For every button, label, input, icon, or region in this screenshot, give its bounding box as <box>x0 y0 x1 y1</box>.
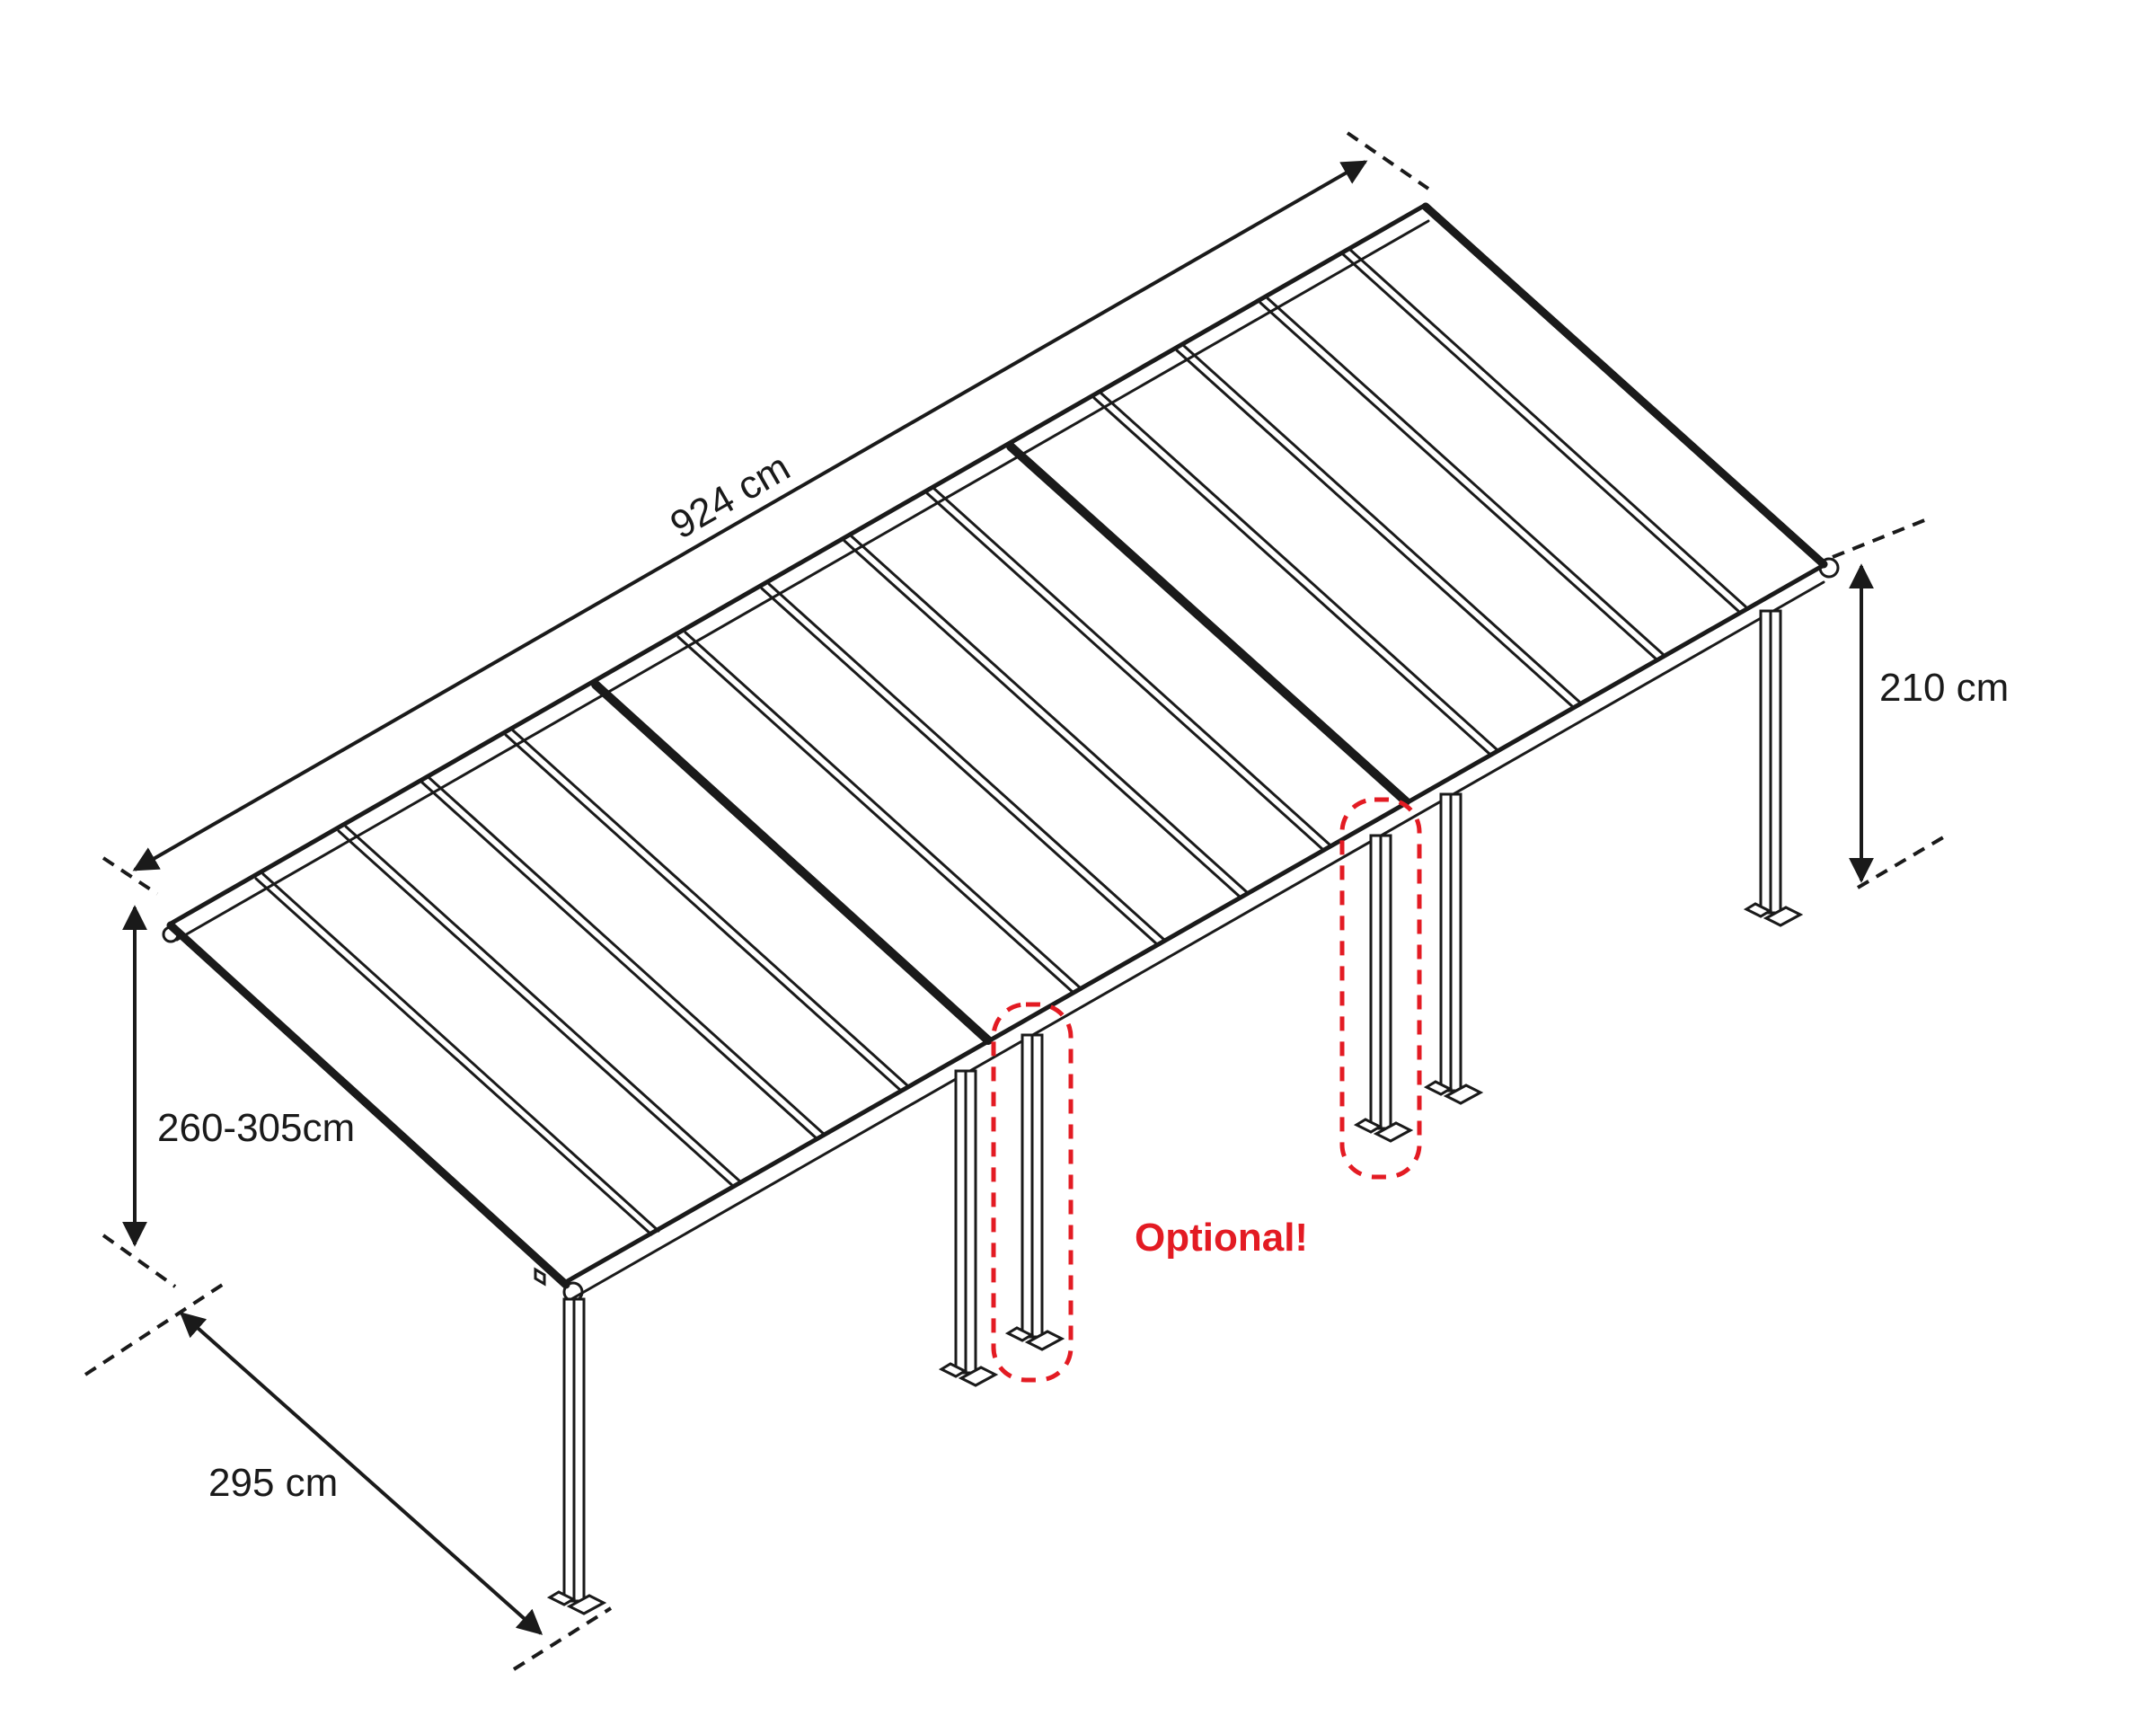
length-arrow <box>132 160 1368 871</box>
post-right <box>1743 609 1804 927</box>
dimension-lines <box>84 131 1951 1671</box>
optional-label: Optional! <box>1135 1216 1308 1260</box>
posts <box>546 609 1804 1615</box>
post-optional-2 <box>1353 834 1414 1143</box>
depth-label: 295 cm <box>208 1461 338 1505</box>
depth-arrow <box>179 1312 543 1635</box>
front-gutter-beam <box>561 562 1828 1286</box>
panel-rafters <box>254 248 1747 1236</box>
post-optional-1 <box>1004 1033 1065 1351</box>
roof <box>162 202 1840 1303</box>
front-height-label: 260-305cm <box>157 1106 355 1150</box>
post-back-middle <box>1423 792 1484 1105</box>
back-height-label: 210 cm <box>1879 666 2009 710</box>
end-rafter-left <box>166 921 570 1289</box>
post-middle <box>938 1069 999 1387</box>
wall-beam <box>168 202 1428 926</box>
optional-highlights <box>991 797 1422 1383</box>
optional-outline-1 <box>991 1002 1074 1383</box>
length-label: 924 cm <box>663 445 798 547</box>
end-rafter-right <box>1421 202 1828 569</box>
post-front-left <box>546 1297 607 1615</box>
optional-outline-2 <box>1339 797 1422 1180</box>
